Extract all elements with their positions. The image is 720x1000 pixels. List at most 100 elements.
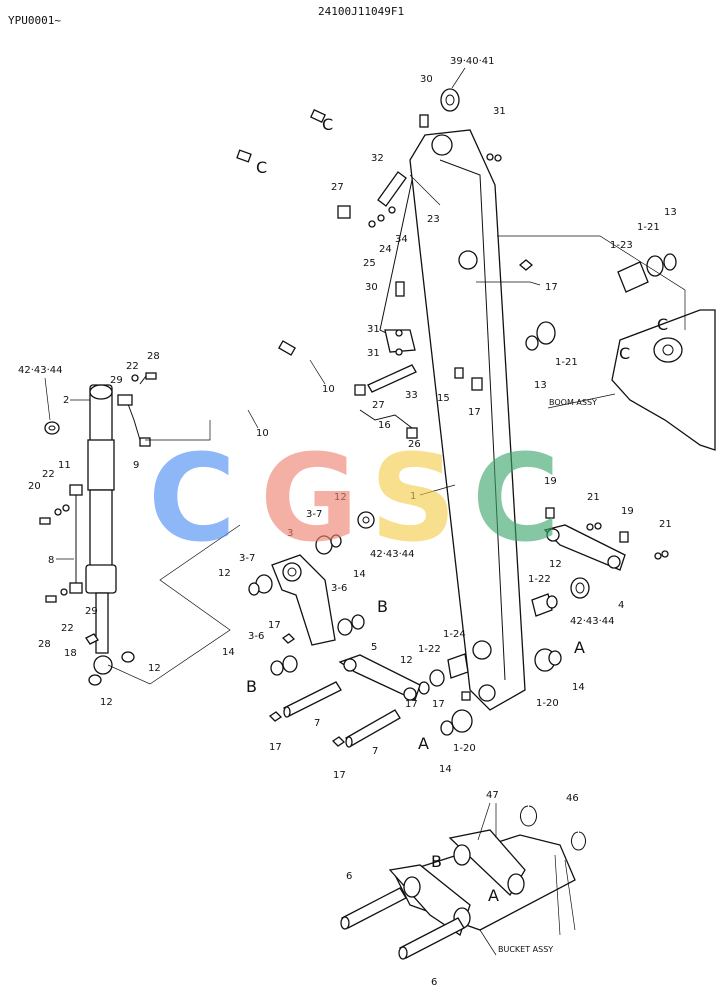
callout-16: 16 xyxy=(378,420,391,431)
watermark-letter: G xyxy=(260,430,359,569)
callout-30: 30 xyxy=(365,282,378,293)
arm-assembly xyxy=(379,129,526,711)
callout-3-6: 3-6 xyxy=(331,583,347,594)
callout-3: 3 xyxy=(287,528,293,539)
callout-34: 34 xyxy=(395,234,408,245)
callout-17: 17 xyxy=(269,742,282,753)
callout-6: 6 xyxy=(431,977,437,988)
callout-3-7: 3-7 xyxy=(239,553,255,564)
callout-39-40-41: 39·40·41 xyxy=(450,56,495,67)
bucket-assy-label: BUCKET ASSY xyxy=(498,945,553,954)
bucket-assembly xyxy=(388,829,576,937)
hydraulic-hose-upper xyxy=(200,148,256,412)
callout-10: 10 xyxy=(322,384,335,395)
callout-32: 32 xyxy=(371,153,384,164)
boom-cylinder xyxy=(85,384,117,675)
callout-28: 28 xyxy=(147,351,160,362)
callout-19: 19 xyxy=(621,506,634,517)
callout-26: 26 xyxy=(408,439,421,450)
serial-number: YPU0001~ xyxy=(8,14,61,27)
callout-31: 31 xyxy=(493,106,506,117)
callout-21: 21 xyxy=(659,519,672,530)
callout-21: 21 xyxy=(587,492,600,503)
connector-a-label: A xyxy=(574,638,585,657)
callout-1-22: 1-22 xyxy=(528,574,551,585)
pipe-33 xyxy=(367,364,417,393)
pin-6 xyxy=(398,917,465,960)
callout-9: 9 xyxy=(133,460,139,471)
pin-6 xyxy=(340,887,407,930)
callout-12: 12 xyxy=(100,697,113,708)
callout-14: 14 xyxy=(439,764,452,775)
callout-2: 2 xyxy=(63,395,69,406)
callout-30: 30 xyxy=(420,74,433,85)
pipe-9 xyxy=(117,394,151,447)
pin-7 xyxy=(283,681,342,718)
pin-7 xyxy=(345,709,401,748)
callout-14: 14 xyxy=(572,682,585,693)
callout-4: 4 xyxy=(618,600,624,611)
callout-12: 12 xyxy=(218,568,231,579)
link-4 xyxy=(543,524,626,571)
callout-17: 17 xyxy=(333,770,346,781)
callout-19: 19 xyxy=(544,476,557,487)
connector-b-label: B xyxy=(431,852,442,871)
bucket-link-3 xyxy=(271,554,336,646)
callout-25: 25 xyxy=(363,258,376,269)
callout-23: 23 xyxy=(427,214,440,225)
callout-12: 12 xyxy=(148,663,161,674)
callout-17: 17 xyxy=(268,620,281,631)
callout-1-22: 1-22 xyxy=(418,644,441,655)
callout-12: 12 xyxy=(400,655,413,666)
connector-a-label: A xyxy=(488,886,499,905)
watermark-letter: C xyxy=(472,430,560,569)
callout-17: 17 xyxy=(405,699,418,710)
pin-32 xyxy=(377,171,407,207)
callout-47: 47 xyxy=(486,790,499,801)
callout-3-7: 3-7 xyxy=(306,509,322,520)
callout-42-43-44: 42·43·44 xyxy=(570,616,615,627)
callout-3-6: 3-6 xyxy=(248,631,264,642)
connector-a-label: A xyxy=(418,734,429,753)
callout-28: 28 xyxy=(38,639,51,650)
callout-11: 11 xyxy=(58,460,71,471)
callout-46: 46 xyxy=(566,793,579,804)
hydraulic-hose-lower xyxy=(263,104,330,360)
watermark-letter: S xyxy=(370,430,456,569)
callout-33: 33 xyxy=(405,390,418,401)
boom-assembly xyxy=(611,309,716,451)
watermark-letter: C xyxy=(148,430,236,569)
callout-17: 17 xyxy=(545,282,558,293)
callout-10: 10 xyxy=(256,428,269,439)
callout-12: 12 xyxy=(549,559,562,570)
callout-29: 29 xyxy=(85,606,98,617)
callout-17: 17 xyxy=(468,407,481,418)
callout-6: 6 xyxy=(346,871,352,882)
link-5 xyxy=(338,654,421,701)
callout-15: 15 xyxy=(437,393,450,404)
callout-14: 14 xyxy=(353,569,366,580)
callout-8: 8 xyxy=(48,555,54,566)
callout-18: 18 xyxy=(64,648,77,659)
connector-c-label: C xyxy=(657,315,668,334)
callout-1-24: 1-24 xyxy=(443,629,466,640)
callout-1-20: 1-20 xyxy=(536,698,559,709)
callout-22: 22 xyxy=(61,623,74,634)
connector-c-label: C xyxy=(322,115,333,134)
callout-13: 13 xyxy=(664,207,677,218)
callout-1-21: 1-21 xyxy=(637,222,660,233)
callout-17: 17 xyxy=(432,699,445,710)
callout-29: 29 xyxy=(110,375,123,386)
pipe-8 xyxy=(69,484,83,594)
callout-27: 27 xyxy=(372,400,385,411)
watermark: C G S C xyxy=(148,430,560,569)
callout-1: 1 xyxy=(410,491,416,502)
callout-31: 31 xyxy=(367,348,380,359)
connector-c-label: C xyxy=(619,344,630,363)
callout-27: 27 xyxy=(331,182,344,193)
callout-1-23: 1-23 xyxy=(610,240,633,251)
callout-42-43-44: 42·43·44 xyxy=(18,365,63,376)
pipe-16 xyxy=(359,409,413,429)
callout-22: 22 xyxy=(126,361,139,372)
